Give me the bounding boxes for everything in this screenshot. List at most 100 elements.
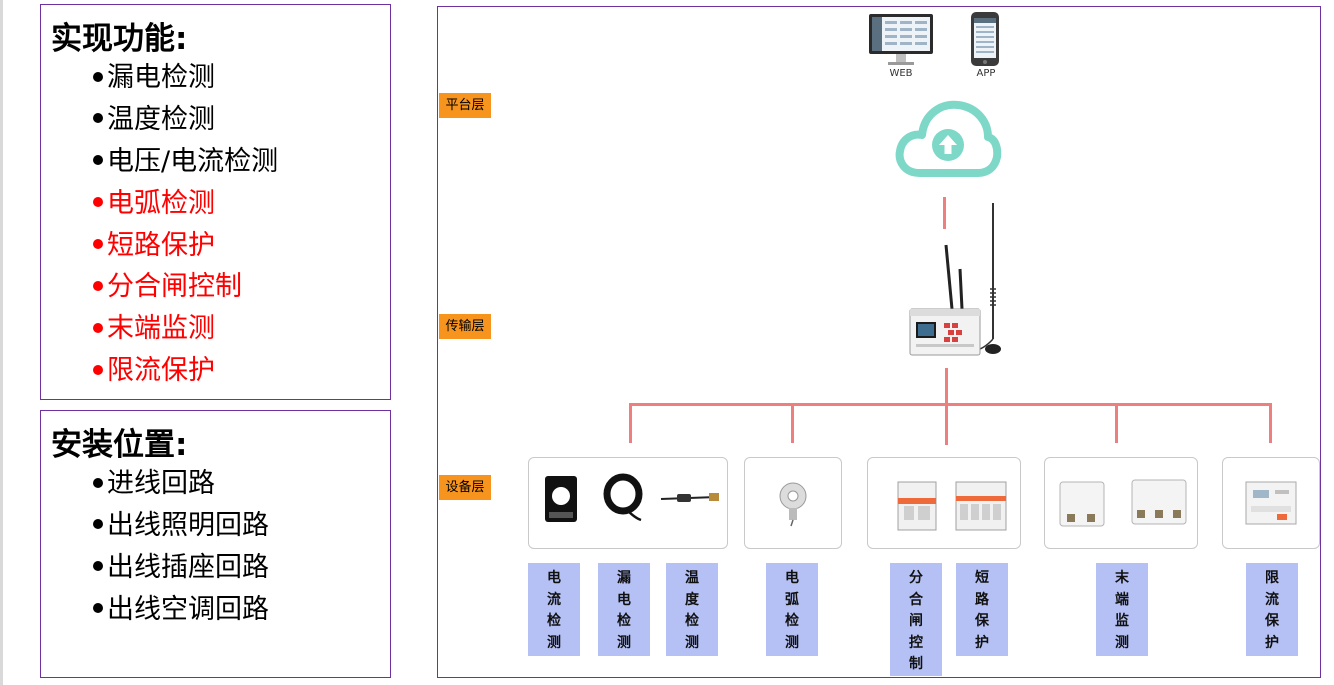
category-label-temperature: 温度检测 bbox=[666, 563, 718, 656]
category-char: 监 bbox=[1115, 613, 1129, 629]
function-item: 漏电检测 bbox=[91, 57, 278, 99]
current-transformer-icon bbox=[545, 476, 577, 522]
category-char: 保 bbox=[1265, 613, 1279, 629]
layer-label-device: 设备层 bbox=[439, 475, 491, 500]
bullet-icon bbox=[93, 155, 103, 166]
category-char: 路 bbox=[975, 591, 989, 608]
category-char: 电 bbox=[547, 570, 561, 586]
left-edge-strip bbox=[0, 0, 3, 685]
cloud-upload-icon bbox=[895, 100, 1002, 177]
app-caption: APP bbox=[976, 68, 996, 79]
terminal-monitor-large-icon bbox=[1131, 479, 1187, 525]
current-limiter-icon bbox=[1245, 481, 1297, 525]
drop-connector bbox=[791, 403, 794, 443]
category-char: 弧 bbox=[785, 591, 799, 608]
category-char: 末 bbox=[1115, 570, 1129, 586]
category-char: 漏 bbox=[617, 570, 631, 586]
phone-icon bbox=[971, 12, 999, 66]
bullet-icon bbox=[93, 197, 103, 208]
category-char: 流 bbox=[1265, 591, 1279, 608]
device-bus-connector bbox=[629, 403, 1272, 406]
device-box-sensors bbox=[528, 457, 728, 549]
install-item: 出线插座回路 bbox=[91, 547, 269, 589]
drop-connector bbox=[629, 403, 632, 443]
gateway-device-icon bbox=[909, 203, 1001, 356]
function-item: 限流保护 bbox=[91, 350, 278, 392]
bullet-icon bbox=[93, 519, 103, 530]
functions-title: 实现功能: bbox=[51, 21, 188, 57]
device-box-terminal bbox=[1044, 457, 1198, 549]
install-item: 出线照明回路 bbox=[91, 505, 269, 547]
bullet-icon bbox=[93, 603, 103, 614]
category-label-arc: 电弧检测 bbox=[766, 563, 818, 656]
functions-panel: 实现功能: 漏电检测 温度检测 电压/电流检测 电弧检测 短路保护 分合闸控制 … bbox=[40, 4, 391, 400]
category-char: 流 bbox=[547, 591, 561, 608]
install-item: 出线空调回路 bbox=[91, 589, 269, 631]
install-panel: 安装位置: 进线回路 出线照明回路 出线插座回路 出线空调回路 bbox=[40, 410, 391, 678]
bullet-icon bbox=[93, 322, 103, 333]
category-char: 测 bbox=[547, 634, 561, 651]
functions-list: 漏电检测 温度检测 电压/电流检测 电弧检测 短路保护 分合闸控制 末端监测 限… bbox=[91, 57, 278, 392]
category-char: 端 bbox=[1115, 591, 1129, 608]
arc-sensor-icon bbox=[779, 482, 807, 527]
category-char: 检 bbox=[547, 613, 561, 629]
temperature-probe-icon bbox=[660, 493, 719, 502]
layer-label-transmission: 传输层 bbox=[439, 314, 491, 339]
function-item: 短路保护 bbox=[91, 225, 278, 267]
drop-connector bbox=[1115, 403, 1118, 443]
install-title: 安装位置: bbox=[51, 427, 188, 463]
bullet-icon bbox=[93, 477, 103, 488]
cloud-gateway-connector bbox=[943, 197, 946, 229]
device-box-limiter bbox=[1222, 457, 1320, 549]
architecture-diagram: 平台层 传输层 设备层 WEB APP bbox=[437, 6, 1321, 678]
category-char: 电 bbox=[617, 591, 631, 608]
function-item: 分合闸控制 bbox=[91, 266, 278, 308]
function-item: 电弧检测 bbox=[91, 183, 278, 225]
function-item: 电压/电流检测 bbox=[91, 141, 278, 183]
category-char: 制 bbox=[909, 656, 923, 672]
category-char: 限 bbox=[1265, 570, 1279, 586]
bullet-icon bbox=[93, 561, 103, 572]
install-list: 进线回路 出线照明回路 出线插座回路 出线空调回路 bbox=[91, 463, 269, 631]
install-item: 进线回路 bbox=[91, 463, 269, 505]
category-char: 分 bbox=[909, 570, 923, 586]
category-char: 保 bbox=[975, 613, 989, 629]
leakage-sensor-icon bbox=[603, 473, 643, 522]
layer-label-platform: 平台层 bbox=[439, 93, 491, 118]
category-label-switch-control: 分合闸控制 bbox=[890, 563, 942, 676]
bullet-icon bbox=[93, 71, 103, 82]
category-char: 检 bbox=[617, 613, 631, 629]
bullet-icon bbox=[93, 280, 103, 291]
web-caption: WEB bbox=[889, 68, 913, 79]
category-char: 测 bbox=[1115, 634, 1129, 651]
category-char: 测 bbox=[617, 634, 631, 651]
function-item: 末端监测 bbox=[91, 308, 278, 350]
category-char: 测 bbox=[685, 634, 699, 651]
category-char: 控 bbox=[909, 634, 923, 651]
bullet-icon bbox=[93, 364, 103, 375]
category-char: 短 bbox=[975, 570, 989, 586]
category-char: 度 bbox=[685, 591, 699, 608]
category-char: 检 bbox=[785, 613, 799, 629]
function-item: 温度检测 bbox=[91, 99, 278, 141]
category-char: 温 bbox=[685, 570, 699, 586]
category-char: 闸 bbox=[909, 613, 923, 629]
category-label-current: 电流检测 bbox=[528, 563, 580, 656]
breaker-icon bbox=[897, 481, 937, 531]
category-label-limiting: 限流保护 bbox=[1246, 563, 1298, 656]
category-label-short-circuit: 短路保护 bbox=[956, 563, 1008, 656]
category-char: 检 bbox=[685, 613, 699, 629]
category-label-leakage: 漏电检测 bbox=[598, 563, 650, 656]
category-char: 合 bbox=[909, 591, 923, 608]
gateway-trunk-connector bbox=[945, 368, 948, 445]
short-circuit-breaker-icon bbox=[955, 481, 1007, 531]
category-char: 电 bbox=[785, 570, 799, 586]
category-char: 护 bbox=[1265, 634, 1279, 651]
terminal-monitor-icon bbox=[1059, 481, 1105, 527]
bullet-icon bbox=[93, 239, 103, 250]
drop-connector bbox=[1269, 403, 1272, 443]
bullet-icon bbox=[93, 113, 103, 124]
category-char: 护 bbox=[975, 634, 989, 651]
category-label-terminal: 末端监测 bbox=[1096, 563, 1148, 656]
device-box-arc bbox=[744, 457, 842, 549]
